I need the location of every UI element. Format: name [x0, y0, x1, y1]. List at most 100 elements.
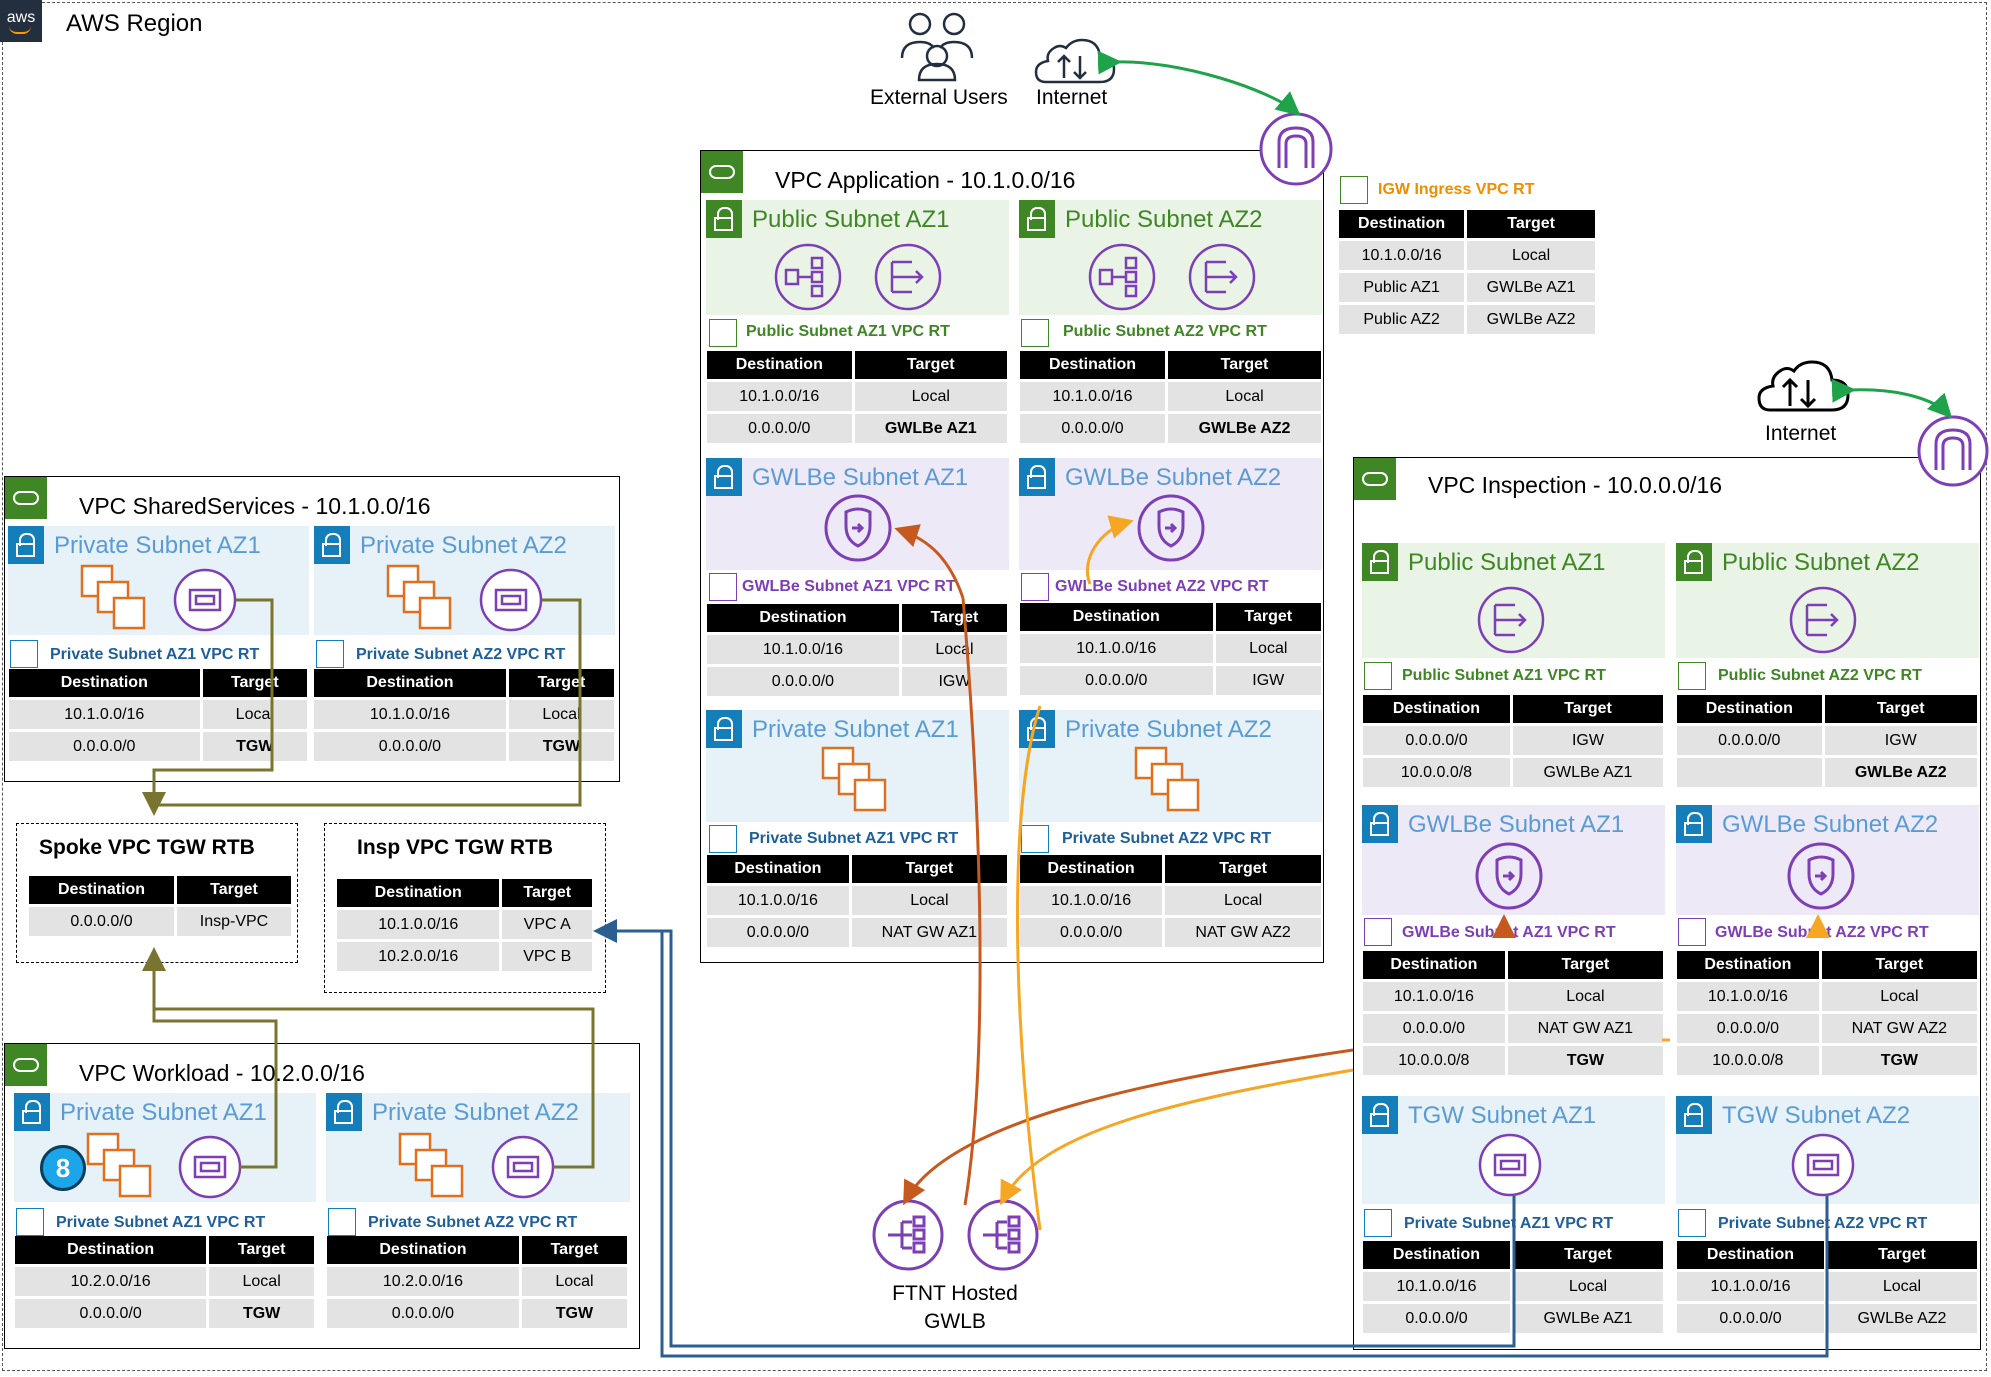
route-table-lock-icon [1021, 319, 1049, 347]
ec2-instances-icon [86, 1132, 152, 1198]
col-target: Target [1824, 695, 1977, 723]
route-table-lock-icon [709, 319, 737, 347]
workload-private-subnet-az2: Private Subnet AZ2 [326, 1093, 630, 1202]
cell-target: Local [209, 1267, 314, 1296]
cell-dest: 10.1.0.0/16 [707, 382, 852, 411]
network-interface-icon [491, 1135, 555, 1199]
col-target: Target [209, 1236, 314, 1264]
cell-dest: 0.0.0.0/0 [1363, 1014, 1505, 1043]
subnet-title: Public Subnet AZ2 [1065, 206, 1263, 233]
cell-target: GWLBe AZ2 [1826, 1304, 1977, 1333]
col-destination: Destination [29, 876, 175, 904]
cell-target: IGW [1824, 726, 1977, 755]
cell-dest: 10.1.0.0/16 [1363, 982, 1505, 1011]
subnet-title: Private Subnet AZ2 [360, 532, 567, 559]
cell-dest: 0.0.0.0/0 [1020, 414, 1166, 443]
col-destination: Destination [707, 855, 849, 883]
cell-dest: 0.0.0.0/0 [707, 918, 849, 947]
application-load-balancer-icon [1088, 243, 1156, 311]
cell-target: TGW [521, 1299, 627, 1328]
vpc-shared-title: VPC SharedServices - 10.1.0.0/16 [79, 493, 431, 519]
cell-target: TGW [209, 1299, 314, 1328]
cell-dest: 10.1.0.0/16 [1363, 1272, 1510, 1301]
shared-private-subnet-az1: Private Subnet AZ1 [8, 526, 309, 635]
network-interface-icon [1478, 1133, 1542, 1197]
internet-link-top [1097, 50, 1301, 116]
cell-dest: Public AZ2 [1339, 305, 1465, 334]
col-destination: Destination [327, 1236, 519, 1264]
rt-label: Private Subnet AZ1 VPC RT [749, 830, 959, 847]
cell-dest: 10.1.0.0/16 [1020, 886, 1163, 915]
vpc-cloud-icon [701, 151, 743, 193]
route-table-lock-icon [1021, 825, 1049, 853]
vpc-inspection-title: VPC Inspection - 10.0.0.0/16 [1428, 472, 1723, 498]
cell-target: Local [202, 700, 307, 729]
cell-dest: 10.2.0.0/16 [15, 1267, 207, 1296]
col-target: Target [1512, 695, 1663, 723]
route-table-lock-icon [16, 1208, 44, 1236]
vpc-workload-title: VPC Workload - 10.2.0.0/16 [79, 1060, 365, 1086]
cell-target: GWLBe AZ1 [1512, 758, 1663, 787]
cell-dest: 10.2.0.0/16 [337, 942, 500, 971]
gateway-load-balancer-icon [872, 1199, 944, 1271]
cell-dest: 10.1.0.0/16 [707, 886, 849, 915]
subnet-title: GWLBe Subnet AZ1 [752, 464, 969, 491]
network-interface-icon [178, 1135, 242, 1199]
route-table-lock-icon [1678, 1209, 1706, 1237]
col-target: Target [1467, 210, 1595, 238]
route-table-lock-icon [10, 640, 38, 668]
gwlb-endpoint-icon [1787, 842, 1855, 910]
lock-icon [1019, 200, 1055, 238]
network-load-balancer-icon [1789, 586, 1857, 654]
col-destination: Destination [1363, 951, 1505, 979]
lock-icon [314, 526, 350, 564]
cell-dest: 10.1.0.0/16 [314, 700, 506, 729]
gwlb-label-line2: GWLB [924, 1310, 986, 1333]
rt-label: Public Subnet AZ1 VPC RT [1402, 667, 1606, 684]
cell-target: NAT GW AZ2 [1821, 1014, 1977, 1043]
region-title: AWS Region [66, 10, 203, 37]
rt-label: Private Subnet AZ2 VPC RT [368, 1214, 578, 1231]
cell-target: Local [854, 382, 1007, 411]
network-load-balancer-icon [1477, 586, 1545, 654]
cell-target: Local [1168, 382, 1321, 411]
cell-target: NAT GW AZ2 [1165, 918, 1321, 947]
route-table-lock-icon [328, 1208, 356, 1236]
cell-dest: 10.1.0.0/16 [337, 910, 500, 939]
rt-label: Public Subnet AZ2 VPC RT [1718, 667, 1922, 684]
internet-label: Internet [1036, 86, 1108, 109]
cell-target: Local [1826, 1272, 1977, 1301]
col-target: Target [1215, 603, 1321, 631]
col-target: Target [508, 669, 614, 697]
col-destination: Destination [1020, 603, 1213, 631]
lock-icon [1019, 458, 1055, 496]
internet-link-right [1831, 378, 1953, 419]
vpc-cloud-icon [5, 1044, 47, 1086]
col-destination: Destination [337, 879, 500, 907]
col-destination: Destination [1677, 1241, 1824, 1269]
lock-icon [1676, 543, 1712, 581]
rt-label: GWLBe Subnet AZ2 VPC RT [1055, 578, 1269, 595]
shared-az1-to-tgw-path [142, 598, 274, 816]
col-target: Target [1165, 855, 1321, 883]
cell-dest: 0.0.0.0/0 [314, 732, 506, 761]
col-destination: Destination [1020, 351, 1166, 379]
ec2-instances-icon [821, 746, 887, 812]
rtb-title: Spoke VPC TGW RTB [39, 836, 255, 859]
col-target: Target [502, 879, 592, 907]
cell-target: Insp-VPC [177, 907, 291, 936]
app-gwlbe-subnet-az2: GWLBe Subnet AZ2 [1019, 458, 1322, 570]
cell-dest: 10.1.0.0/16 [1677, 1272, 1824, 1301]
internet-cloud-icon [1757, 360, 1850, 412]
rt-label: Public Subnet AZ1 VPC RT [746, 323, 950, 340]
